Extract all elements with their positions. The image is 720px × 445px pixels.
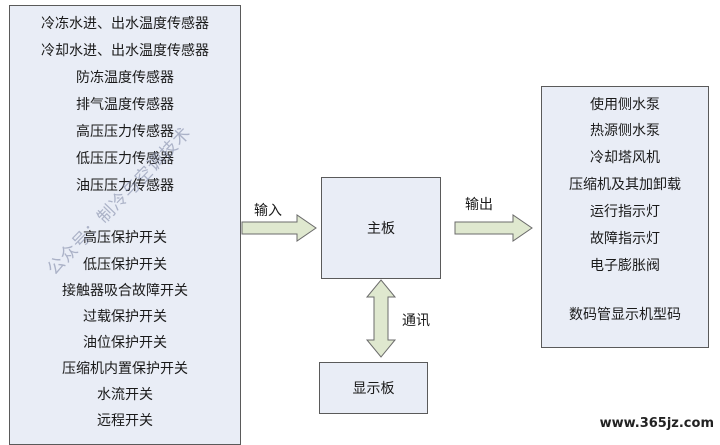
output-item: 故障指示灯: [590, 231, 660, 247]
output-arrow: [454, 214, 533, 242]
output-item: 热源侧水泵: [590, 123, 660, 139]
output-item: 数码管显示机型码: [569, 307, 681, 323]
input-item: 排气温度传感器: [76, 97, 174, 113]
output-item: 运行指示灯: [590, 204, 660, 220]
input-item: 压缩机内置保护开关: [62, 361, 188, 377]
main-board-label: 主板: [367, 221, 395, 237]
input-item: 油压压力传感器: [76, 178, 174, 194]
input-item: 接触器吸合故障开关: [62, 283, 188, 299]
input-item: 水流开关: [97, 387, 153, 403]
input-item: 过载保护开关: [83, 309, 167, 325]
site-watermark: www.365jz.com: [599, 416, 714, 431]
input-item: 防冻温度传感器: [76, 70, 174, 86]
output-item: 压缩机及其加卸载: [569, 177, 681, 193]
output-signals-box: 使用侧水泵 热源侧水泵 冷却塔风机 压缩机及其加卸载 运行指示灯 故障指示灯 电…: [541, 86, 709, 348]
input-item: 低压保护开关: [83, 257, 167, 273]
input-edge-label: 输入: [254, 203, 282, 219]
input-arrow: [241, 214, 317, 242]
input-item: 冷却水进、出水温度传感器: [41, 43, 209, 59]
display-board-label: 显示板: [352, 381, 395, 397]
input-signals-box: 冷冻水进、出水温度传感器 冷却水进、出水温度传感器 防冻温度传感器 排气温度传感…: [9, 5, 241, 445]
main-board-box: 主板: [321, 177, 441, 279]
comm-edge-label: 通讯: [402, 313, 430, 329]
output-item: 使用侧水泵: [590, 97, 660, 113]
input-item: 油位保护开关: [83, 335, 167, 351]
input-item: 高压压力传感器: [76, 124, 174, 140]
input-item: 高压保护开关: [83, 230, 167, 246]
display-board-box: 显示板: [319, 362, 428, 414]
input-item: 冷冻水进、出水温度传感器: [41, 16, 209, 32]
input-item: 远程开关: [97, 413, 153, 429]
input-item: 低压压力传感器: [76, 151, 174, 167]
comm-arrow: [365, 279, 397, 358]
output-item: 冷却塔风机: [590, 150, 660, 166]
output-edge-label: 输出: [465, 197, 493, 213]
output-item: 电子膨胀阀: [590, 258, 660, 274]
